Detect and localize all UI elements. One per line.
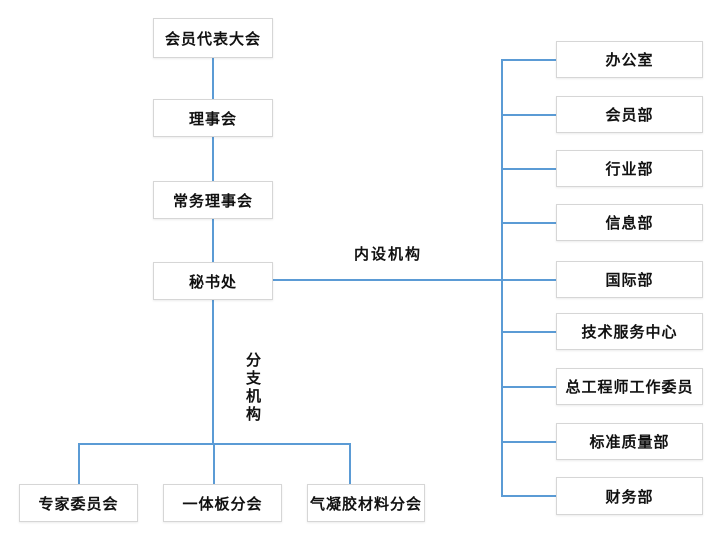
connector-line (213, 443, 215, 484)
connector-line (212, 58, 214, 99)
connector-line (501, 441, 556, 443)
connector-line (501, 168, 556, 170)
connector-line (501, 495, 556, 497)
node-finance-dept: 财务部 (556, 477, 703, 515)
connector-line (501, 331, 556, 333)
node-office: 办公室 (556, 41, 703, 78)
node-industry-dept: 行业部 (556, 150, 703, 187)
connector-line (212, 219, 214, 262)
node-council: 理事会 (153, 99, 273, 137)
connector-line (78, 443, 80, 484)
node-expert-committee: 专家委员会 (19, 484, 138, 522)
node-membership-dept: 会员部 (556, 96, 703, 133)
connector-line (273, 279, 556, 281)
connector-line (212, 300, 214, 444)
node-secretariat: 秘书处 (153, 262, 273, 300)
connector-line (501, 386, 556, 388)
connector-line (501, 59, 503, 497)
label-internal-departments: 内设机构 (354, 246, 423, 263)
node-member-congress: 会员代表大会 (153, 18, 273, 58)
connector-line (349, 443, 351, 484)
connector-line (501, 59, 556, 61)
node-chief-engineer-committee: 总工程师工作委员 (556, 368, 703, 405)
label-branch-organizations: 分支机构 (244, 352, 261, 424)
node-information-dept: 信息部 (556, 204, 703, 241)
node-aerogel-materials-branch: 气凝胶材料分会 (307, 484, 425, 522)
connector-line (501, 114, 556, 116)
connector-line (212, 137, 214, 181)
node-standards-quality-dept: 标准质量部 (556, 423, 703, 460)
node-international-dept: 国际部 (556, 261, 703, 298)
node-tech-service-center: 技术服务中心 (556, 313, 703, 350)
node-standing-council: 常务理事会 (153, 181, 273, 219)
connector-line (501, 222, 556, 224)
node-integrated-panel-branch: 一体板分会 (163, 484, 282, 522)
